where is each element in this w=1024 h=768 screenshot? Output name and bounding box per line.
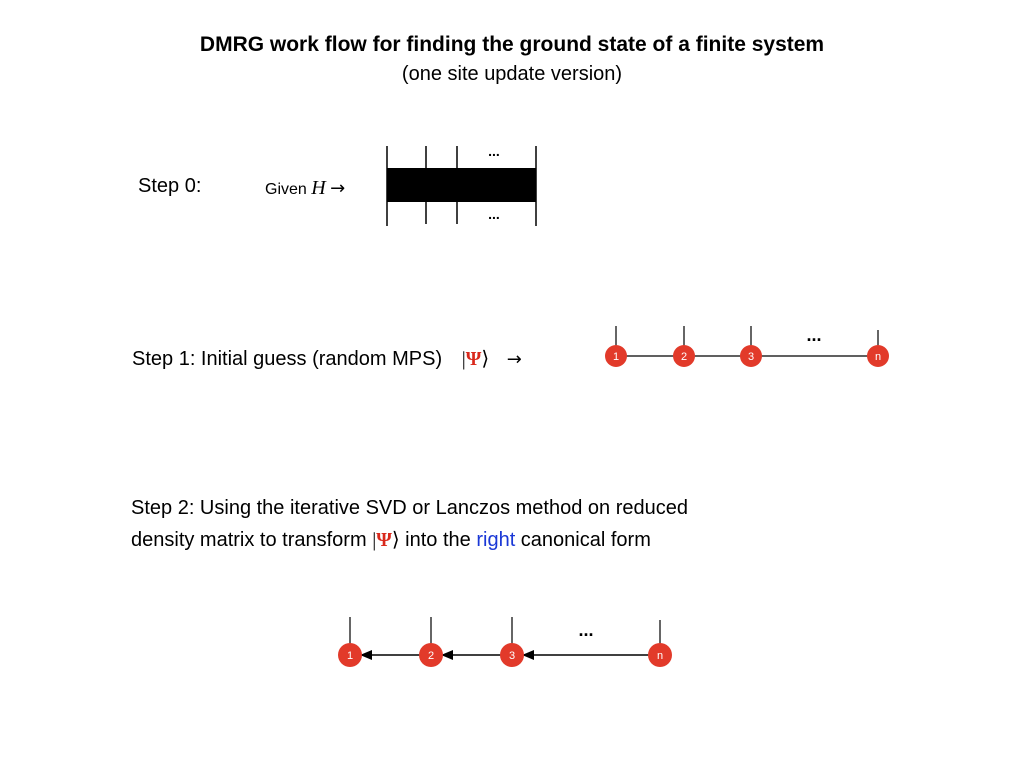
site-node: 2 xyxy=(419,643,443,667)
step2-ket: |Ψ⟩ xyxy=(372,529,399,551)
mps-dots: ... xyxy=(806,325,821,345)
mpo-block: ... ... xyxy=(386,143,537,226)
mpo-dots-bottom: ... xyxy=(488,206,500,222)
site-circle xyxy=(673,345,695,367)
step1-ket: |Ψ⟩ xyxy=(462,348,489,370)
site-node: n xyxy=(867,345,889,367)
site-circle xyxy=(648,643,672,667)
right-highlight: right xyxy=(476,529,516,551)
site-label: 2 xyxy=(681,351,687,363)
step2-line1: Step 2: Using the iterative SVD or Lancz… xyxy=(131,497,688,519)
mps-chain-step2: ... 1 2 3 n xyxy=(338,617,672,667)
step0-label: Step 0: xyxy=(138,175,202,197)
site-label: 1 xyxy=(613,351,619,363)
site-label: 3 xyxy=(748,351,754,363)
step2-line2-pre: density matrix to transform xyxy=(131,529,373,551)
ket-open: | xyxy=(372,529,377,551)
step1-text: Step 1: Initial guess (random MPS) |Ψ⟩ → xyxy=(132,346,522,371)
given-text: Given xyxy=(265,181,307,198)
site-node: 3 xyxy=(740,345,762,367)
step1-label: Step 1: Initial guess (random MPS) xyxy=(132,348,443,370)
site-label: n xyxy=(657,650,663,662)
mpo-legs xyxy=(386,146,537,226)
site-circle xyxy=(338,643,362,667)
step2-line2: density matrix to transform |Ψ⟩ into the… xyxy=(131,524,688,556)
site-circle xyxy=(419,643,443,667)
mpo-rect xyxy=(387,168,536,202)
site-label: n xyxy=(875,351,881,363)
step0-arrow: → xyxy=(330,178,346,199)
step1-arrow: → xyxy=(506,349,522,370)
psi-symbol: Ψ xyxy=(465,348,482,370)
ket-close: ⟩ xyxy=(481,348,490,370)
site-circle xyxy=(500,643,524,667)
step2-line2-mid: into the xyxy=(399,529,477,551)
site-node: 3 xyxy=(500,643,524,667)
site-node: 1 xyxy=(338,643,362,667)
site-node: 2 xyxy=(673,345,695,367)
mps-dots: ... xyxy=(578,620,593,640)
hamiltonian-symbol: H xyxy=(311,177,326,199)
step2-line2-post: canonical form xyxy=(515,529,651,551)
site-label: 3 xyxy=(509,650,515,662)
ket-open: | xyxy=(461,348,466,370)
mpo-dots-top: ... xyxy=(488,143,500,159)
site-circle xyxy=(740,345,762,367)
site-label: 2 xyxy=(428,650,434,662)
page-title: DMRG work flow for finding the ground st… xyxy=(199,33,825,56)
site-circle xyxy=(867,345,889,367)
mps-chain-step1: ... 1 2 3 n xyxy=(605,325,889,367)
psi-symbol: Ψ xyxy=(376,529,392,551)
site-node: n xyxy=(648,643,672,667)
mps-physical-legs xyxy=(349,617,661,644)
step0-given: Given H → xyxy=(265,177,345,200)
page-subtitle: (one site update version) xyxy=(401,63,623,85)
mps-physical-legs xyxy=(615,326,879,346)
step2-text: Step 2: Using the iterative SVD or Lancz… xyxy=(131,492,688,556)
site-label: 1 xyxy=(347,650,353,662)
site-node: 1 xyxy=(605,345,627,367)
site-circle xyxy=(605,345,627,367)
ket-close: ⟩ xyxy=(391,529,400,551)
